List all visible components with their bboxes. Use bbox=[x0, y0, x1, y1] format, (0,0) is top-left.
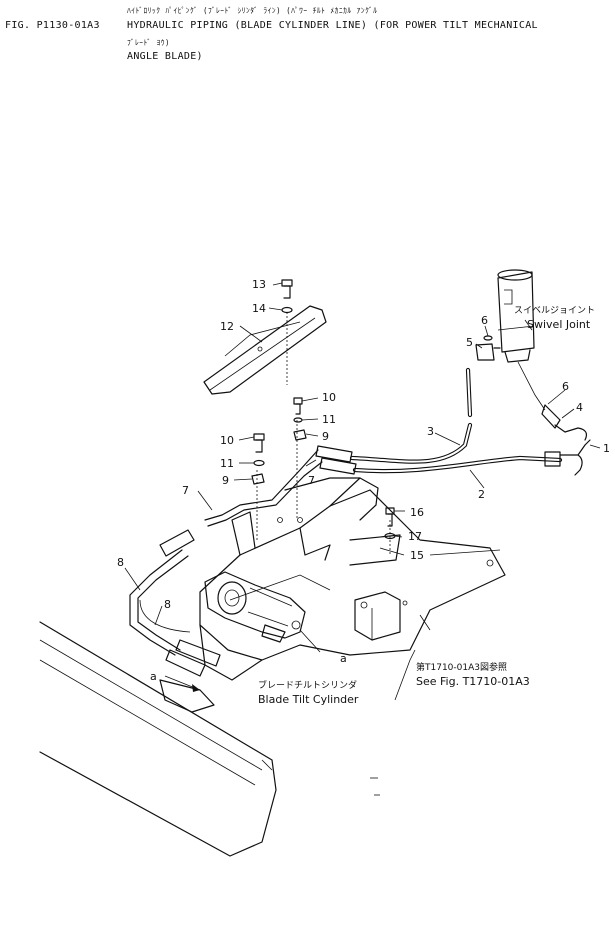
swivel-joint bbox=[497, 269, 546, 411]
callout-10-lower: 10 bbox=[220, 434, 234, 447]
see-fig-label: See Fig. T1710-01A3 bbox=[416, 675, 530, 688]
title-line-1: HYDRAULIC PIPING (BLADE CYLINDER LINE) (… bbox=[127, 20, 538, 31]
bolt-10-lower bbox=[251, 433, 265, 485]
callout-12: 12 bbox=[220, 320, 234, 333]
push-frame bbox=[199, 477, 506, 681]
callout-2: 2 bbox=[478, 488, 485, 501]
hydraulic-lines bbox=[129, 335, 591, 677]
blade-tilt-cylinder bbox=[204, 571, 306, 643]
callout-6-right: 6 bbox=[562, 380, 569, 393]
swivel-joint-label: Swivel Joint bbox=[527, 318, 591, 331]
callout-3: 3 bbox=[427, 425, 434, 438]
callout-11-lower: 11 bbox=[220, 457, 234, 470]
title-line-2: ANGLE BLADE) bbox=[127, 51, 203, 62]
blade-tilt-cylinder-label: Blade Tilt Cylinder bbox=[258, 693, 359, 706]
blade-tilt-cylinder-label-jp: ブレードチルトシリンダ bbox=[258, 679, 357, 691]
callout-1: 1 bbox=[603, 442, 610, 455]
swivel-joint-label-jp: スイベルジョイント bbox=[514, 306, 595, 316]
callout-14: 14 bbox=[252, 302, 266, 315]
callout-9-lower: 9 bbox=[222, 474, 229, 487]
callout-15: 15 bbox=[410, 549, 424, 562]
title-japanese-line-2: ﾌﾞﾚｰﾄﾞ ﾖｳ) bbox=[127, 38, 171, 47]
callout-5: 5 bbox=[466, 336, 473, 349]
bolt-13 bbox=[281, 279, 293, 385]
callout-8-outer: 8 bbox=[117, 556, 124, 569]
callout-16: 16 bbox=[410, 506, 424, 519]
callout-11-upper: 11 bbox=[322, 413, 336, 426]
bolt-10-upper bbox=[293, 397, 307, 441]
cover-plate-12 bbox=[203, 305, 327, 395]
callout-8-inner: 8 bbox=[164, 598, 171, 611]
ref-a-upper: a bbox=[340, 652, 347, 665]
annotations: スイベルジョイント Swivel Joint ブレードチルトシリンダ Blade… bbox=[150, 306, 595, 706]
figure-number: FIG. P1130-01A3 bbox=[5, 20, 100, 31]
callout-17: 17 bbox=[408, 530, 422, 543]
reference-arrow-a bbox=[164, 675, 201, 692]
leader-lines bbox=[124, 282, 601, 701]
callout-13: 13 bbox=[252, 278, 266, 291]
see-fig-label-jp: 第T1710-01A3図参照 bbox=[416, 661, 507, 673]
callout-10-upper: 10 bbox=[322, 391, 336, 404]
angle-blade bbox=[39, 621, 277, 857]
callout-numbers: 13 14 12 10 11 9 10 11 9 7 7 8 8 16 17 1… bbox=[117, 278, 610, 611]
bolt-16 bbox=[384, 507, 396, 540]
callout-6-left: 6 bbox=[481, 314, 488, 327]
title-japanese-line-1: ﾊｲﾄﾞﾛﾘｯｸ ﾊﾟｲﾋﾟﾝｸﾞ (ﾌﾞﾚｰﾄﾞ ｼﾘﾝﾀﾞ ﾗｲﾝ) (ﾊﾟ… bbox=[127, 6, 378, 15]
callout-7-right: 7 bbox=[308, 474, 315, 487]
callout-7-left: 7 bbox=[182, 484, 189, 497]
callout-9-upper: 9 bbox=[322, 430, 329, 443]
ref-a-lower: a bbox=[150, 670, 157, 683]
callout-4: 4 bbox=[576, 401, 583, 414]
